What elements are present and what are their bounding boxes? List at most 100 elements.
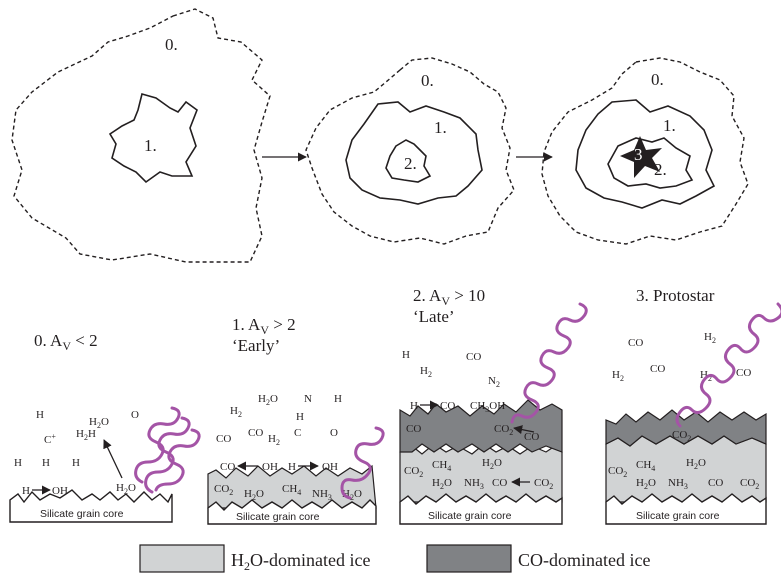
mol-s2-CH4: CH4 bbox=[432, 459, 451, 473]
mol-s3-CO2-c: CO2 bbox=[740, 477, 759, 491]
grain-1 bbox=[207, 499, 377, 525]
uv-photon-s3 bbox=[675, 302, 781, 428]
mol-s2-CO-b: CO bbox=[524, 431, 539, 443]
mol-s0-H-surface: H bbox=[22, 485, 30, 497]
grain-core-label-0: Silicate grain core bbox=[40, 508, 124, 520]
mol-s2-CH3OH: CH3OH bbox=[470, 400, 505, 414]
mol-s3-CO-c: CO bbox=[736, 367, 751, 379]
mol-s2-H-a: H bbox=[402, 349, 410, 361]
mol-s3-CH4: CH4 bbox=[636, 459, 655, 473]
legend-label-co-ice: CO-dominated ice bbox=[518, 550, 650, 570]
mol-s0-O: H bbox=[14, 457, 22, 469]
grain-core-label-1: Silicate grain core bbox=[236, 511, 320, 523]
uv-photon-s0-b bbox=[144, 416, 191, 494]
mol-s0-H-d: H bbox=[72, 457, 80, 469]
cloud-2-label-0: 0. bbox=[651, 70, 664, 89]
mol-s3-CO2-b: CO2 bbox=[608, 465, 627, 479]
legend-swatch-co-ice bbox=[426, 544, 512, 573]
mol-s2-CO2-a: CO2 bbox=[494, 423, 513, 437]
uv-photon-s0-c bbox=[154, 428, 201, 492]
mol-s1-NH3: NH3 bbox=[312, 488, 332, 502]
mol-s2-CO-surface: CO bbox=[440, 400, 455, 412]
mol-s1-OH-a: OH bbox=[262, 461, 278, 473]
uv-photon-s0-a bbox=[134, 406, 181, 484]
mol-s2-H-b: H bbox=[410, 400, 418, 412]
mol-s0-Cplus: C+ bbox=[44, 432, 56, 446]
grain-3 bbox=[605, 493, 767, 525]
mol-s3-NH3: NH3 bbox=[668, 477, 688, 491]
stage-2-panel: Silicate grain core H H2 CO N2 H CO CH3O… bbox=[399, 302, 588, 525]
cloud-1-region-2 bbox=[385, 139, 432, 183]
mol-s0-H2O: H2H bbox=[76, 428, 96, 442]
uv-photon-s1 bbox=[340, 426, 385, 500]
cloud-1-label-1: 1. bbox=[434, 118, 447, 137]
mol-s1-CH4: CH4 bbox=[282, 483, 301, 497]
mol-s2-CO-c: CO bbox=[492, 477, 507, 489]
cloud-0-region-1 bbox=[108, 93, 198, 184]
mol-s3-H2O-b: H2O bbox=[636, 477, 656, 491]
stage-1-title: 1. AV > 2 bbox=[232, 315, 296, 337]
mol-s3-CO2-a: CO2 bbox=[672, 429, 691, 443]
stage-0-panel: Silicate grain core H C+ H2H H2O O H H H… bbox=[9, 406, 201, 523]
cloud-2-label-2: 2. bbox=[654, 160, 667, 179]
mol-s2-CO-ice: CO bbox=[406, 423, 421, 435]
mol-s1-CO-b: CO bbox=[248, 427, 263, 439]
mol-s3-CO-d: CO bbox=[708, 477, 723, 489]
legend-swatch-h2o-ice bbox=[139, 544, 225, 573]
mol-s1-H2-b: H2 bbox=[268, 433, 280, 447]
mol-s1-O: O bbox=[330, 427, 338, 439]
mol-s3-H2-a: H2 bbox=[704, 331, 716, 345]
stage-1-subtitle: ‘Early’ bbox=[232, 336, 280, 355]
grain-2 bbox=[399, 493, 563, 525]
cloud-stage-1: 0. 1. 2. bbox=[305, 57, 515, 245]
mol-s1-H2O-ice: H2O bbox=[244, 488, 264, 502]
cloud-0-label-1: 1. bbox=[144, 136, 157, 155]
uv-photon-s2 bbox=[510, 302, 588, 424]
cloud-2-region-1 bbox=[575, 99, 716, 209]
cloud-stage-0: 0. 1. bbox=[11, 8, 271, 263]
cloud-1-label-2: 2. bbox=[404, 154, 417, 173]
reaction-arrow-s2-b bbox=[513, 425, 535, 435]
mol-s1-CO2: CO2 bbox=[214, 483, 233, 497]
cloud-0-label-0: 0. bbox=[165, 35, 178, 54]
cloud-2-region-2 bbox=[607, 137, 694, 189]
cloud-2-outer-boundary bbox=[541, 57, 749, 245]
mol-s1-C: C bbox=[294, 427, 301, 439]
mol-s0-H2O-upper: H2O bbox=[89, 416, 109, 430]
legend-label-h2o-ice: H2O-dominated ice bbox=[231, 550, 370, 573]
grain-0 bbox=[9, 489, 173, 523]
cloud-2-label-1: 1. bbox=[663, 116, 676, 135]
mol-s3-CO-b: CO bbox=[650, 363, 665, 375]
mol-s1-H-b: H bbox=[296, 411, 304, 423]
cloud-0-outer-boundary bbox=[11, 8, 271, 263]
ice-layer-co-s3 bbox=[605, 409, 767, 447]
mol-s1-N: N bbox=[304, 393, 312, 405]
mol-s1-H-surface: H bbox=[288, 461, 296, 473]
stage-2-title: 2. AV > 10 bbox=[413, 286, 485, 308]
mol-s2-N2: N2 bbox=[488, 375, 500, 389]
mol-s0-H-c: H bbox=[42, 457, 50, 469]
mol-s0-H-a: H bbox=[36, 409, 44, 421]
mol-s1-H-a: H bbox=[334, 393, 342, 405]
mol-s3-CO-a: CO bbox=[628, 337, 643, 349]
mol-s2-NH3: NH3 bbox=[464, 477, 484, 491]
protostar-icon bbox=[620, 136, 662, 178]
stage-3-title: 3. Protostar bbox=[636, 286, 715, 305]
mol-s3-H2-c: H2 bbox=[700, 369, 712, 383]
cloud-1-label-0: 0. bbox=[421, 71, 434, 90]
mol-s2-CO-a: CO bbox=[466, 351, 481, 363]
mol-s1-H2-a: H2 bbox=[230, 405, 242, 419]
mol-s3-H2O-a: H2O bbox=[686, 457, 706, 471]
stage-1-panel: Silicate grain core H2 H2O N H H CO CO H… bbox=[207, 393, 385, 525]
mol-s0-H2O-surface: H2O bbox=[116, 482, 136, 496]
mol-s0-H-b: O bbox=[131, 409, 139, 421]
grain-core-label-2: Silicate grain core bbox=[428, 510, 512, 522]
mol-s2-H2O-a: H2O bbox=[482, 457, 502, 471]
cloud-1-outer-boundary bbox=[305, 57, 515, 245]
mol-s2-CO2-c: CO2 bbox=[534, 477, 553, 491]
mol-s1-OH-b: OH bbox=[322, 461, 338, 473]
desorption-arrow-s0 bbox=[103, 439, 123, 479]
mol-s3-H2-b: H2 bbox=[612, 369, 624, 383]
cloud-2-label-3: 3 bbox=[634, 145, 643, 164]
